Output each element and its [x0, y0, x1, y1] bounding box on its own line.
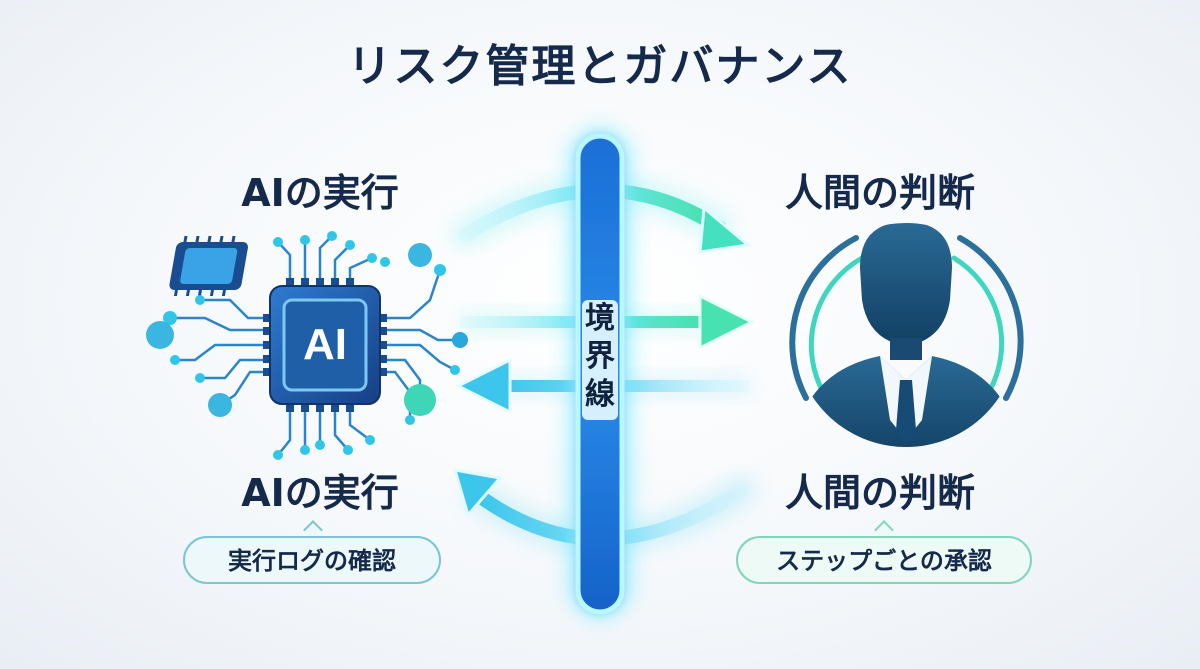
right-heading-top: 人間の判断 [784, 171, 975, 215]
page-title: リスク管理とガバナンス [347, 41, 853, 92]
right-heading-bottom: 人間の判断 [784, 471, 975, 515]
ai-chip-label: AI [303, 320, 347, 369]
left-heading-top: AIの実行 [241, 171, 399, 215]
step-approval-badge: ステップごとの承認 [736, 536, 1032, 584]
person-silhouette-icon [789, 223, 1024, 447]
boundary-char: 境 [585, 301, 615, 336]
boundary-char: 界 [585, 339, 615, 374]
boundary-bar [568, 128, 632, 618]
ai-chip-icon [146, 231, 468, 460]
left-heading-bottom: AIの実行 [241, 471, 399, 515]
boundary-char: 線 [585, 377, 615, 412]
execution-log-badge: 実行ログの確認 [183, 536, 441, 584]
boundary-label: 境 界 線 [578, 300, 622, 414]
